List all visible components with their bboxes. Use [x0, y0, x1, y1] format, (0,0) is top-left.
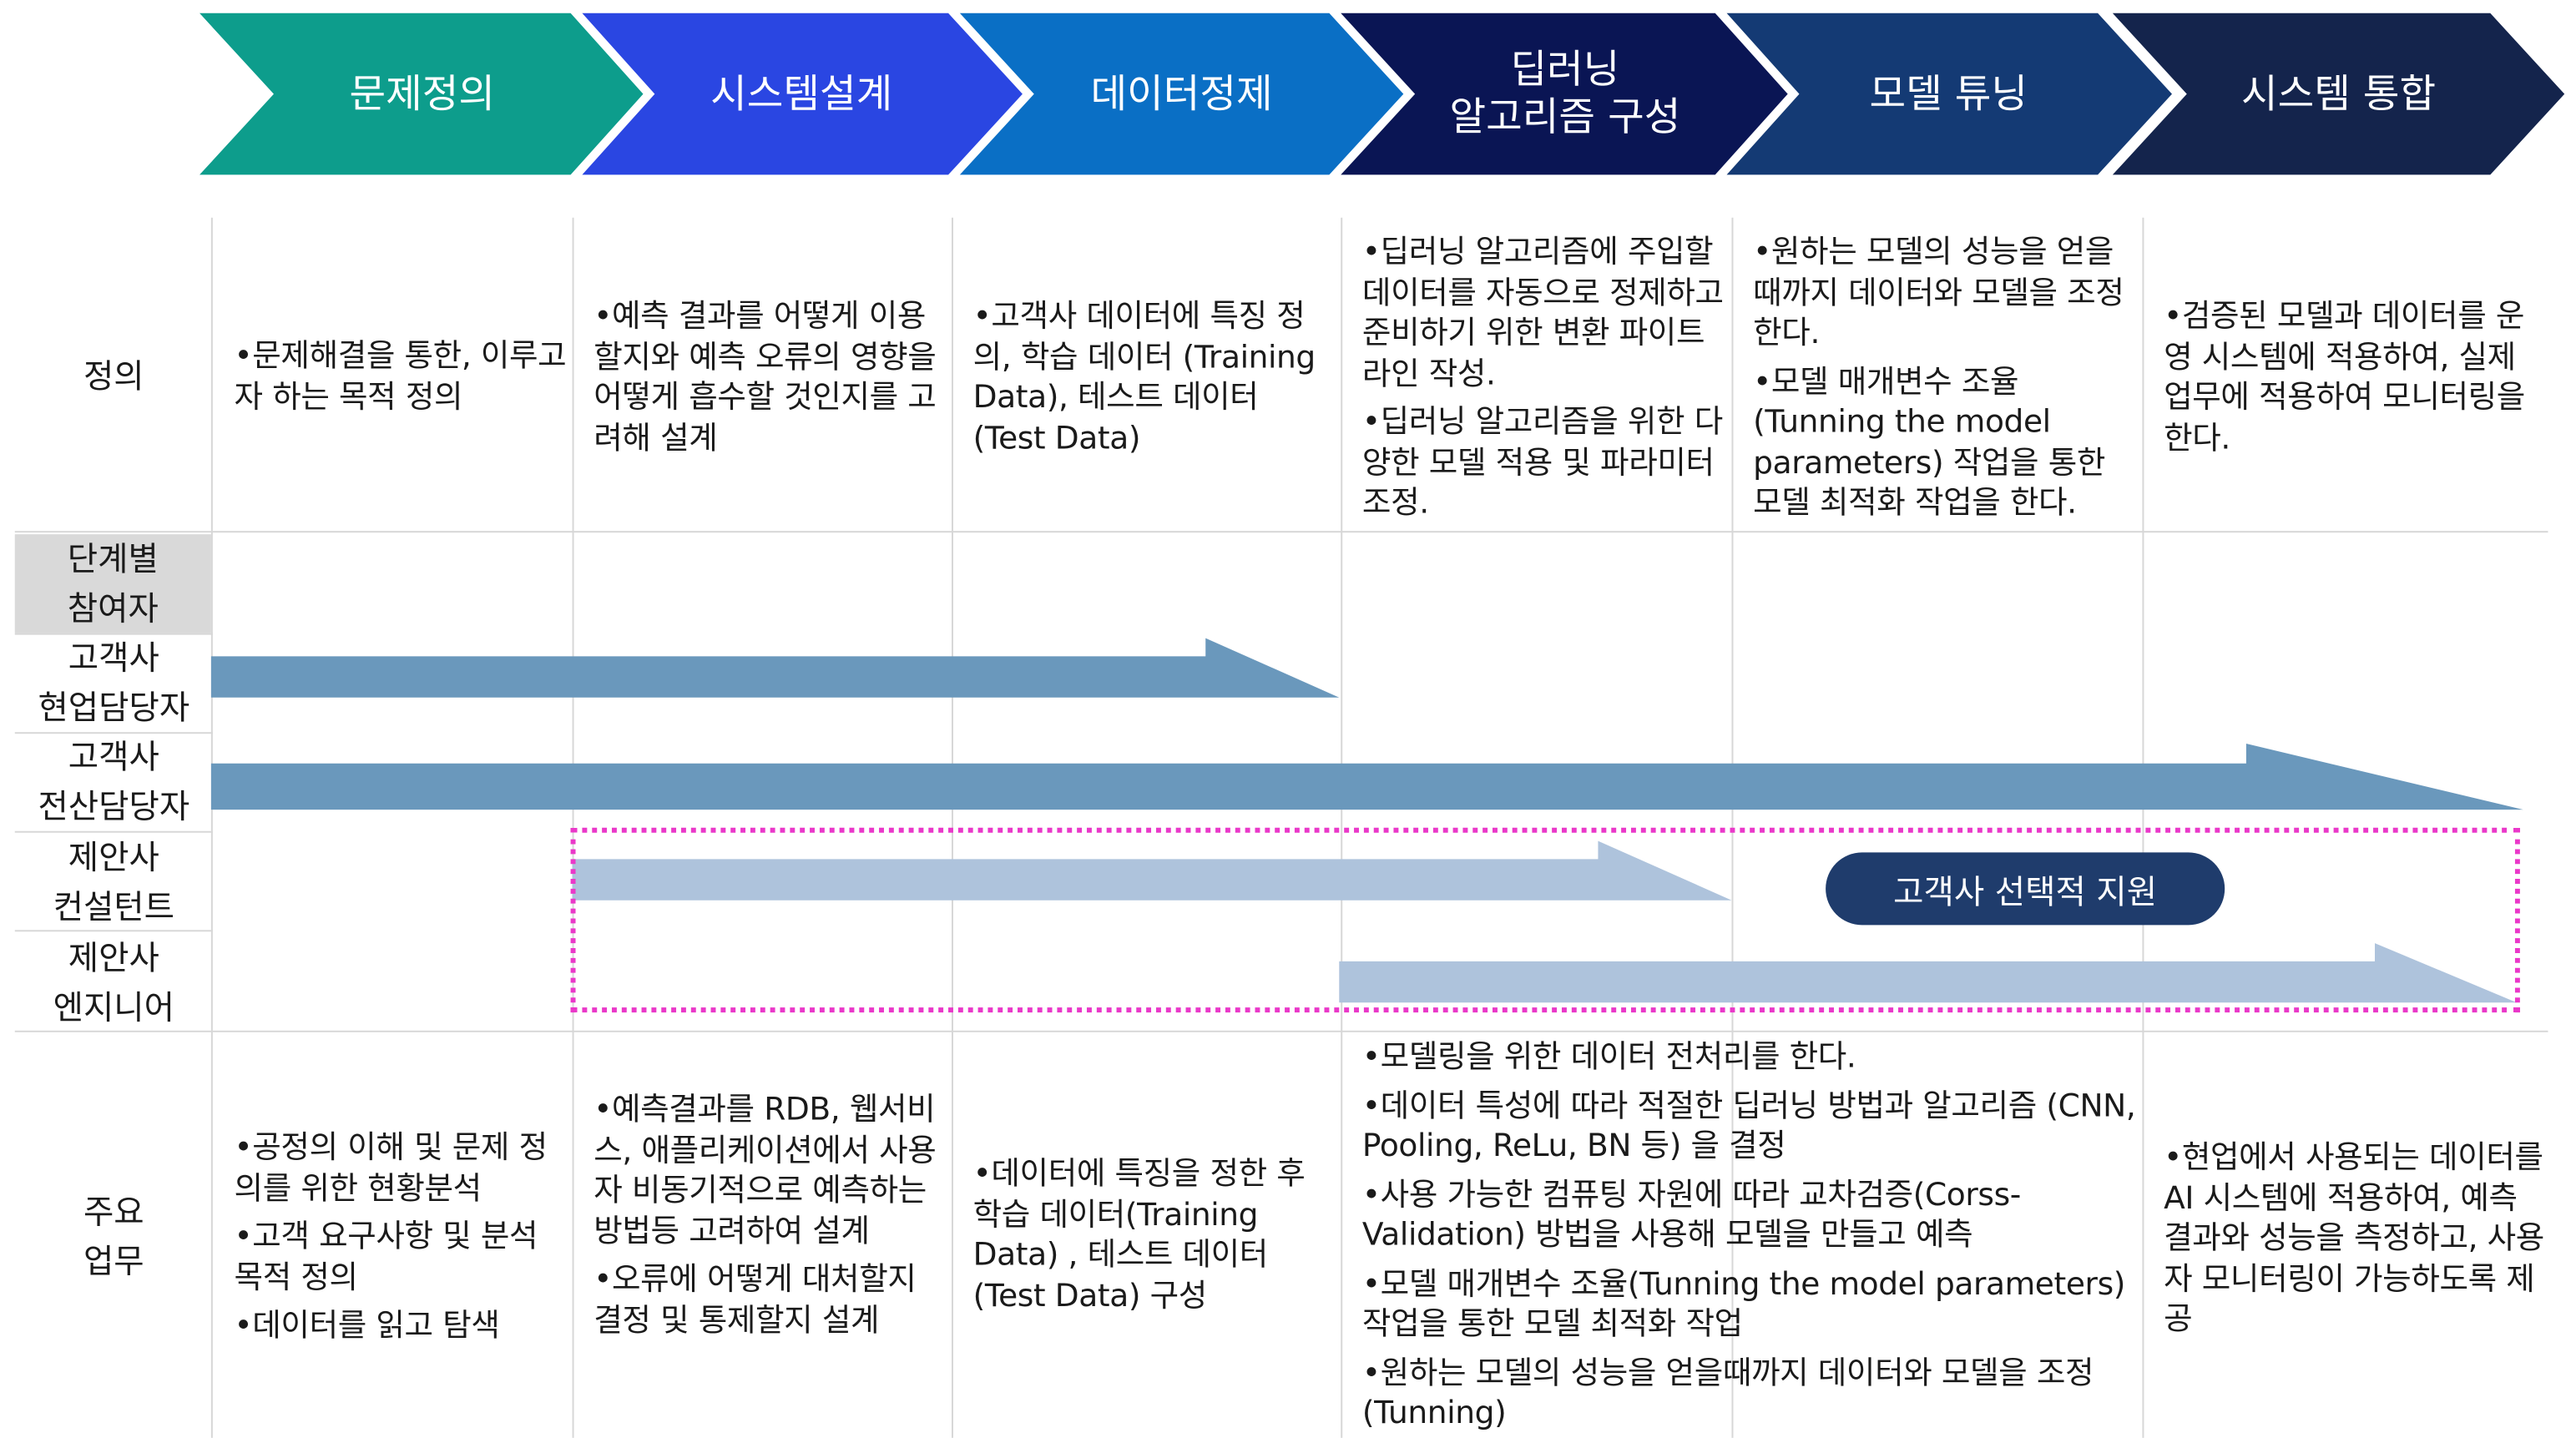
task-text: •사용 가능한 컴퓨팅 자원에 따라 교차검증(Corss-Validation…: [1361, 1176, 2021, 1254]
row-label-main-tasks: 주요 업무: [83, 1192, 144, 1282]
task-text: •모델링을 위한 데이터 전처리를 한다.: [1361, 1038, 1856, 1076]
definition-text: •검증된 모델과 데이터를 운영 시스템에 적용하여, 실제 업무에 적용하여 …: [2164, 298, 2525, 457]
task-text: •모델 매개변수 조율(Tunning the model parameters…: [1361, 1265, 2125, 1343]
definition-cell-6: •검증된 모델과 데이터를 운영 시스템에 적용하여, 실제 업무에 적용하여 …: [2164, 297, 2549, 459]
definition-text: •고객사 데이터에 특징 정의, 학습 데이터 (Training Data),…: [972, 298, 1316, 457]
task-cell-6: •현업에서 사용되는 데이터를 AI 시스템에 적용하여, 예측 결과와 성능을…: [2164, 1138, 2549, 1340]
task-cell-4-5: •모델링을 위한 데이터 전처리를 한다. •데이터 특성에 따라 적절한 딥러…: [1362, 1037, 2141, 1434]
participant-client-it: 고객사 전산담당자: [38, 737, 190, 826]
task-text: •공정의 이해 및 문제 정의를 위한 현황분석: [234, 1129, 548, 1207]
grid-divider: [14, 1030, 2548, 1032]
definition-cell-2: •예측 결과를 어떻게 이용할지와 예측 오류의 영향을 어떻게 흡수할 것인지…: [593, 297, 950, 459]
task-text: •원하는 모델의 성능을 얻을때까지 데이터와 모델을 조정 (Tunning): [1361, 1355, 2094, 1431]
phase-chevron-2: [582, 13, 1023, 175]
arrow-client-business: [210, 638, 1340, 698]
grid-divider: [14, 930, 213, 932]
phase-label-data-cleansing: 데이터정제: [1090, 69, 1273, 117]
task-cell-3: •데이터에 특징을 정한 후 학습 데이터(Training Data) , 테…: [973, 1154, 1336, 1316]
optional-support-region: [570, 827, 2520, 1013]
phase-label-system-integration: 시스템 통합: [2240, 69, 2437, 117]
definition-text: •문제해결을 통한, 이루고자 하는 목적 정의: [234, 338, 567, 415]
task-cell-2: •예측결과를 RDB, 웹서비스, 애플리케이션에서 사용자 비동기적으로 예측…: [593, 1090, 950, 1340]
row-label-definition: 정의: [83, 356, 144, 396]
arrow-vendor-consultant: [572, 840, 1732, 901]
arrow-vendor-engineer: [1339, 943, 2517, 1003]
phase-label-problem-definition: 문제정의: [349, 69, 496, 117]
participant-vendor-engineer: 제안사 엔지니어: [53, 938, 175, 1027]
definition-cell-3: •고객사 데이터에 특징 정의, 학습 데이터 (Training Data),…: [973, 297, 1333, 459]
phase-chevron-5: [1726, 13, 2172, 175]
definition-text: •원하는 모델의 성능을 얻을때까지 데이터와 모델을 조정한다.: [1753, 234, 2124, 351]
definition-text: •예측 결과를 어떻게 이용할지와 예측 오류의 영향을 어떻게 흡수할 것인지…: [593, 298, 937, 457]
phase-chevron-1: [200, 13, 644, 175]
task-text: •데이터를 읽고 탐색: [234, 1307, 500, 1345]
definition-cell-4: •딥러닝 알고리즘에 주입할 데이터를 자동으로 정제하고 준비하기 위한 변환…: [1362, 233, 1725, 524]
task-text: •현업에서 사용되는 데이터를 AI 시스템에 적용하여, 예측 결과와 성능을…: [2164, 1139, 2544, 1338]
arrow-client-it: [210, 744, 2523, 810]
grid-divider: [14, 830, 213, 833]
definition-cell-1: •문제해결을 통한, 이루고자 하는 목적 정의: [235, 336, 568, 417]
task-text: •데이터 특성에 따라 적절한 딥러닝 방법과 알고리즘 (CNN, Pooli…: [1361, 1087, 2136, 1164]
grid-divider: [14, 633, 213, 635]
phase-label-model-tuning: 모델 튜닝: [1869, 69, 2028, 117]
grid-divider: [210, 217, 213, 1438]
grid-divider: [14, 531, 2548, 533]
task-text: •고객 요구사항 및 분석 목적 정의: [234, 1219, 538, 1295]
participant-client-business: 고객사 현업담당자: [38, 638, 190, 728]
support-badge: 고객사 선택적 지원: [1826, 852, 2225, 926]
task-text: •오류에 어떻게 대처할지 결정 및 통제할지 설계: [593, 1261, 917, 1339]
definition-text: •모델 매개변수 조율 (Tunning the model parameter…: [1753, 363, 2105, 522]
phase-chevron-4: [1341, 13, 1788, 175]
definition-text: •딥러닝 알고리즘을 위한 다양한 모델 적용 및 파라미터 조정.: [1361, 404, 1723, 522]
task-text: •데이터에 특징을 정한 후 학습 데이터(Training Data) , 테…: [972, 1155, 1306, 1314]
phase-chevron-6: [2112, 13, 2565, 175]
phase-label-system-design: 시스템설계: [710, 69, 893, 117]
phase-chevron-3: [959, 13, 1404, 175]
phase-chevrons: [200, 13, 2565, 175]
participant-vendor-consultant: 제안사 컨설턴트: [53, 837, 175, 927]
grid-divider: [14, 732, 213, 734]
definition-cell-5: •원하는 모델의 성능을 얻을때까지 데이터와 모델을 조정한다. •모델 매개…: [1753, 233, 2135, 524]
task-cell-1: •공정의 이해 및 문제 정의를 위한 현황분석 •고객 요구사항 및 분석 목…: [235, 1128, 571, 1346]
row-label-participants: 단계별 참여자: [14, 534, 211, 633]
definition-text: •딥러닝 알고리즘에 주입할 데이터를 자동으로 정제하고 준비하기 위한 변환…: [1361, 234, 1724, 392]
task-text: •예측결과를 RDB, 웹서비스, 애플리케이션에서 사용자 비동기적으로 예측…: [593, 1091, 937, 1249]
phase-label-deep-learning-algorithm: 딥러닝 알고리즘 구성: [1449, 46, 1681, 140]
